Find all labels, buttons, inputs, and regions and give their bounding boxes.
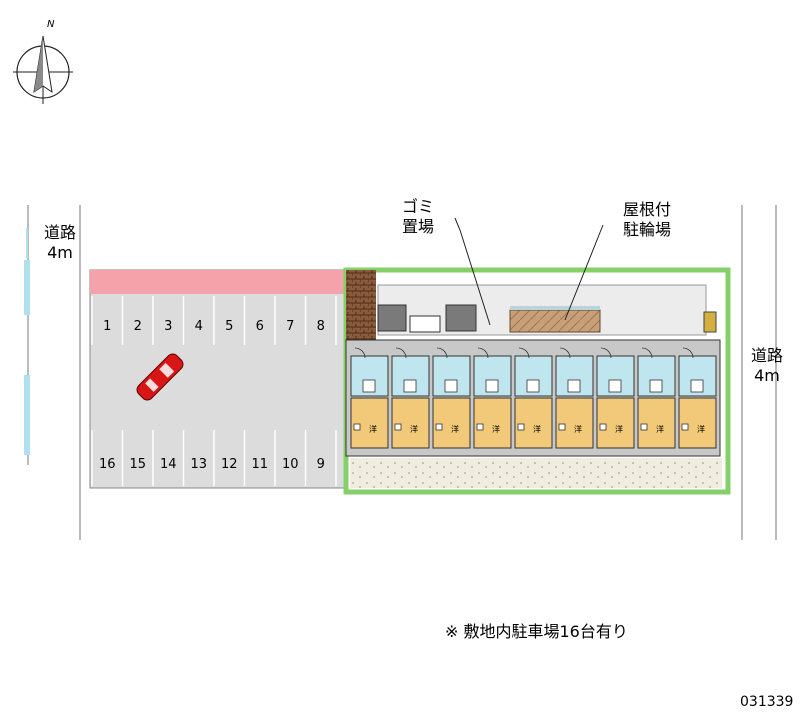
apartment-unit: 洋	[555, 347, 594, 449]
unit-room-label: 洋	[533, 424, 541, 434]
parking-number-bottom: 9	[317, 457, 325, 472]
parking-number-top: 7	[286, 319, 294, 334]
parking-number-top: 3	[164, 319, 172, 334]
bike-shelter-label-line1: 屋根付	[623, 200, 671, 219]
parking-number-bottom: 14	[160, 457, 177, 472]
parking-number-top: 4	[195, 319, 203, 334]
apartment-unit: 洋	[637, 347, 676, 449]
unit-room-label: 洋	[369, 424, 377, 434]
apartment-unit: 洋	[514, 347, 553, 449]
parking-note: ※ 敷地内駐車場16台有り	[445, 622, 628, 641]
apartment-unit: 洋	[350, 347, 389, 449]
road-left-width: 4m	[47, 243, 73, 262]
bike-shelter-label-line2: 駐輪場	[623, 220, 671, 239]
parking-number-top: 2	[134, 319, 142, 334]
apartment-unit: 洋	[473, 347, 512, 449]
parking-number-top: 1	[103, 319, 111, 334]
apartment-unit: 洋	[432, 347, 471, 449]
property-code: 031339	[740, 694, 793, 710]
compass-icon	[13, 35, 73, 104]
unit-room-label: 洋	[656, 424, 664, 434]
parking-number-top: 6	[256, 319, 264, 334]
parking-number-bottom: 10	[282, 457, 299, 472]
red-car-icon	[136, 353, 184, 401]
parking-number-top: 8	[317, 319, 325, 334]
parking-number-bottom: 15	[129, 457, 146, 472]
leader-lines	[454, 217, 604, 326]
apartment-unit: 洋	[596, 347, 635, 449]
garbage-label-line2: 置場	[402, 217, 434, 236]
parking-number-bottom: 11	[251, 457, 268, 472]
site-boundary	[343, 267, 731, 495]
unit-room-label: 洋	[451, 424, 459, 434]
road-right-width: 4m	[754, 366, 780, 385]
garbage-label-line1: ゴミ	[402, 197, 434, 216]
parking-number-bottom: 16	[99, 457, 116, 472]
unit-room-label: 洋	[697, 424, 705, 434]
road-left-name: 道路	[44, 223, 76, 242]
road-right-name: 道路	[751, 346, 783, 365]
unit-room-label: 洋	[574, 424, 582, 434]
unit-room-label: 洋	[615, 424, 623, 434]
parking-number-bottom: 13	[190, 457, 207, 472]
parking-number-top: 5	[225, 319, 233, 334]
unit-room-label: 洋	[410, 424, 418, 434]
apartment-unit: 洋	[678, 347, 717, 449]
unit-room-label: 洋	[492, 424, 500, 434]
parking-number-bottom: 12	[221, 457, 238, 472]
compass-north-label: N	[47, 19, 55, 30]
road-left	[24, 205, 81, 540]
road-right	[741, 205, 777, 540]
apartment-unit: 洋	[391, 347, 430, 449]
building-units: 洋洋洋洋洋洋洋洋洋	[345, 339, 721, 457]
